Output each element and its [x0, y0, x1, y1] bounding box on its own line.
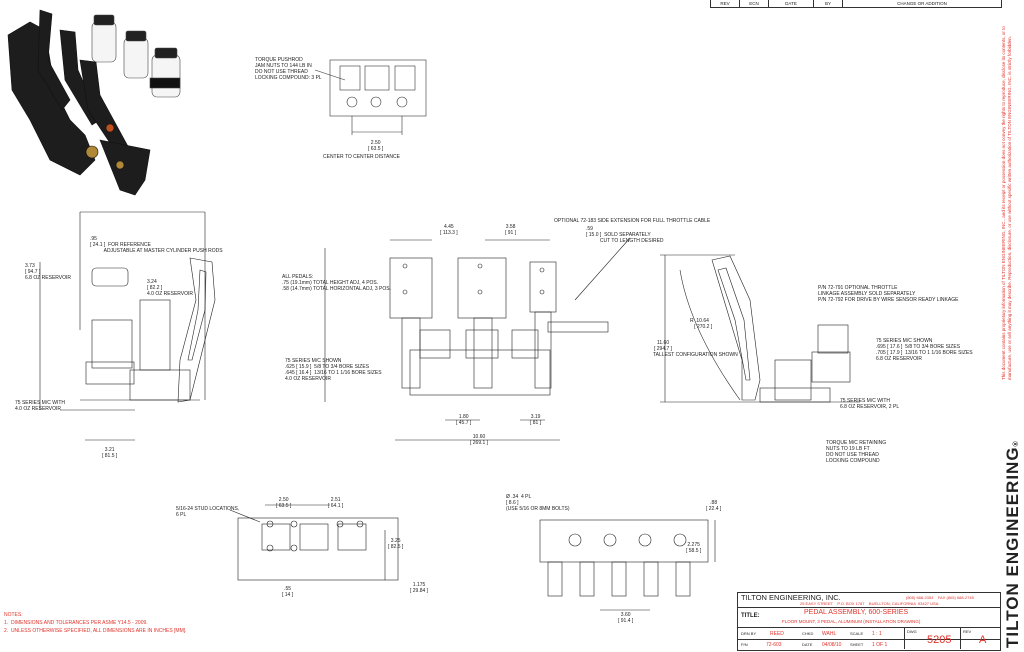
rev-header-by: BY [814, 0, 843, 7]
base-plan-view [229, 504, 399, 581]
callout-tallest-label: TALLEST CONFIGURATION SHOWN [653, 352, 738, 358]
isometric-render [7, 9, 151, 196]
callout-base-dim-3: 3.25 [ 82.5 ] [388, 538, 404, 550]
title-block-row-a: DRN BY REED CHKD WAHL SCALE 1 : 1 [738, 628, 1000, 640]
drawing-title: PEDAL ASSEMBLY, 600-SERIES [804, 609, 909, 616]
rev-header-change: CHANGE OR ADDITION [897, 1, 947, 6]
sheet-label: SHEET [850, 642, 864, 647]
pn-label: P/N [741, 642, 748, 647]
callout-holes: Ø .34 4 PL [ 8.6 ] (USE 5/16 OR 8MM BOLT… [506, 494, 570, 512]
dwg-number: 5205 [927, 634, 952, 646]
sheet-value: 1 OF 1 [872, 642, 888, 648]
rev-value: A [979, 634, 987, 646]
company-name: TILTON ENGINEERING, INC. [741, 593, 841, 602]
notes-title: NOTES: [4, 612, 23, 618]
note-item-1: 1. DIMENSIONS AND TOLERANCES PER ASME Y1… [4, 620, 148, 626]
callout-base-dim-2: 2.51 [ 64.1 ] [328, 497, 344, 509]
rev-label: REV [963, 629, 972, 634]
scale-label: SCALE [850, 631, 864, 636]
drn-by-label: DRN BY [741, 631, 757, 636]
callout-side-dim-3: 3.60 [ 91.4 ] [618, 612, 634, 624]
callout-res-left-bottom: 75 SERIES M/C WITH 4.0 OZ RESERVOIR [15, 400, 66, 412]
callout-mc-right: 75 SERIES M/C SHOWN .695 [ 17.6 ] 5/8 TO… [876, 338, 973, 362]
callout-side-dim-2: 2.275 [ 58.5 ] [686, 542, 702, 554]
callout-tallest-dim: 11.60 [ 294.7 ] [654, 340, 673, 352]
callout-mc-right-2: 75 SERIES M/C WITH 6.8 OZ RESERVOIR, 2 P… [840, 398, 900, 410]
callout-front-bot-3: 10.60 [ 269.1 ] [470, 434, 489, 446]
reservoirs-iso [91, 14, 181, 98]
callout-front-dim-1: 4.45 [ 113.3 ] [440, 224, 458, 236]
callout-base-dim-4: .55 [ 14 ] [282, 586, 294, 598]
callout-front-dim-2: 3.58 [ 91 ] [505, 224, 517, 236]
title-block-row-b: P/N 72-603 DATE 04/08/10 SHEET 1 OF 1 [738, 640, 1000, 649]
chkd-value: WAHL [822, 631, 837, 637]
callout-side-dim-1: .88 [ 22.4 ] [706, 500, 722, 512]
rev-header-rev: REV [711, 0, 740, 7]
callout-base-dim-5: 1.175 [ 29.84 ] [410, 582, 429, 594]
callout-res-left-top: 3.73 [ 94.7 ] 6.8 OZ RESERVOIR [25, 263, 72, 281]
drawing-subtitle: FLOOR MOUNT, 3 PEDAL, ALUMINUM (INSTALLA… [782, 619, 921, 624]
company-phone: (805) 688-2353 FAX (805) 688-2745 [906, 595, 974, 600]
revision-table: REV ECN DATE BY CHANGE OR ADDITION [710, 0, 1002, 8]
callout-front-bot-2: 3.19 [ 81 ] [530, 414, 542, 426]
callout-stud: 5/16-24 STUD LOCATIONS, 6 PL [176, 506, 240, 518]
callout-opt-dim: .59 [ 15.0 ] SOLD SEPARATELY CUT TO LENG… [586, 226, 664, 244]
rev-header-date: DATE [769, 0, 814, 7]
callout-r-dim: R 10.64 [ 270.2 ] [690, 318, 713, 330]
note-item-2: 2. UNLESS OTHERWISE SPECIFIED, ALL DIMEN… [4, 628, 187, 634]
company-address: 25 EASY STREET P.O. BOX 1787 BUELLTON, C… [800, 601, 939, 606]
pn-value: 72-603 [766, 642, 782, 648]
chkd-label: CHKD [802, 631, 814, 636]
callout-torque-mc: TORQUE M/C RETAINING NUTS TO 19 LB FT DO… [826, 440, 887, 464]
scale-value: 1 : 1 [872, 631, 882, 637]
dwg-cell: DWG 5205 [904, 628, 961, 649]
pedal-assembly-drawing [7, 9, 860, 611]
brand-reg: ® [1013, 440, 1020, 447]
callout-left-bottom-dim: 3.21 [ 81.5 ] [102, 447, 118, 459]
date-value: 04/08/10 [822, 642, 842, 648]
top-view [314, 59, 427, 135]
callout-base-dim-1: 2.50 [ 63.5 ] [276, 497, 292, 509]
title-label: TITLE: [741, 613, 760, 619]
drn-by-value: REED [770, 631, 784, 637]
right-side-view [660, 254, 860, 403]
callout-for-reference: .95 [ 24.1 ] FOR REFERENCE ADJUSTABLE AT… [90, 236, 223, 254]
callout-all-pedals: ALL PEDALS: .75 (19.1mm) TOTAL HEIGHT AD… [282, 274, 392, 292]
brand-logo: TILTON ENGINEERING® [1003, 440, 1023, 648]
rev-cell: REV A [960, 628, 1001, 649]
title-block-company-row: TILTON ENGINEERING, INC. (805) 688-2353 … [738, 593, 1000, 608]
callout-pn-throttle: P/N 72-791 OPTIONAL THROTTLE LINKAGE ASS… [818, 285, 959, 303]
dwg-label: DWG [907, 629, 917, 634]
callout-front-bot-1: 1.80 [ 45.7 ] [456, 414, 472, 426]
callout-center-dim: 2.50 [ 63.5 ] [368, 140, 384, 152]
front-view [324, 237, 631, 441]
title-block: TILTON ENGINEERING, INC. (805) 688-2353 … [737, 592, 1001, 651]
date-label: DATE [802, 642, 813, 647]
disclaimer-text: This document contains proprietary infor… [1001, 26, 1012, 380]
title-block-title-row: TITLE: PEDAL ASSEMBLY, 600-SERIES FLOOR … [738, 608, 1000, 628]
callout-optional-ext: OPTIONAL 72-183 SIDE EXTENSION FOR FULL … [554, 218, 711, 224]
callout-res-left-mid: 3.24 [ 82.2 ] 4.0 OZ RESERVOIR [147, 279, 194, 297]
left-side-view [39, 211, 216, 441]
callout-torque-pushrod: TORQUE PUSHROD JAM NUTS TO 144 LB IN DO … [255, 57, 322, 81]
rev-header-ecn: ECN [740, 0, 769, 7]
base-side-view [539, 519, 716, 611]
side-panel: This document contains proprietary infor… [1000, 0, 1024, 652]
callout-center-label: CENTER TO CENTER DISTANCE [323, 154, 400, 160]
callout-mc-front: 75 SERIES M/C SHOWN .625 [ 15.9 ] 5/8 TO… [285, 358, 382, 382]
brand-name: TILTON ENGINEERING [1003, 446, 1022, 648]
